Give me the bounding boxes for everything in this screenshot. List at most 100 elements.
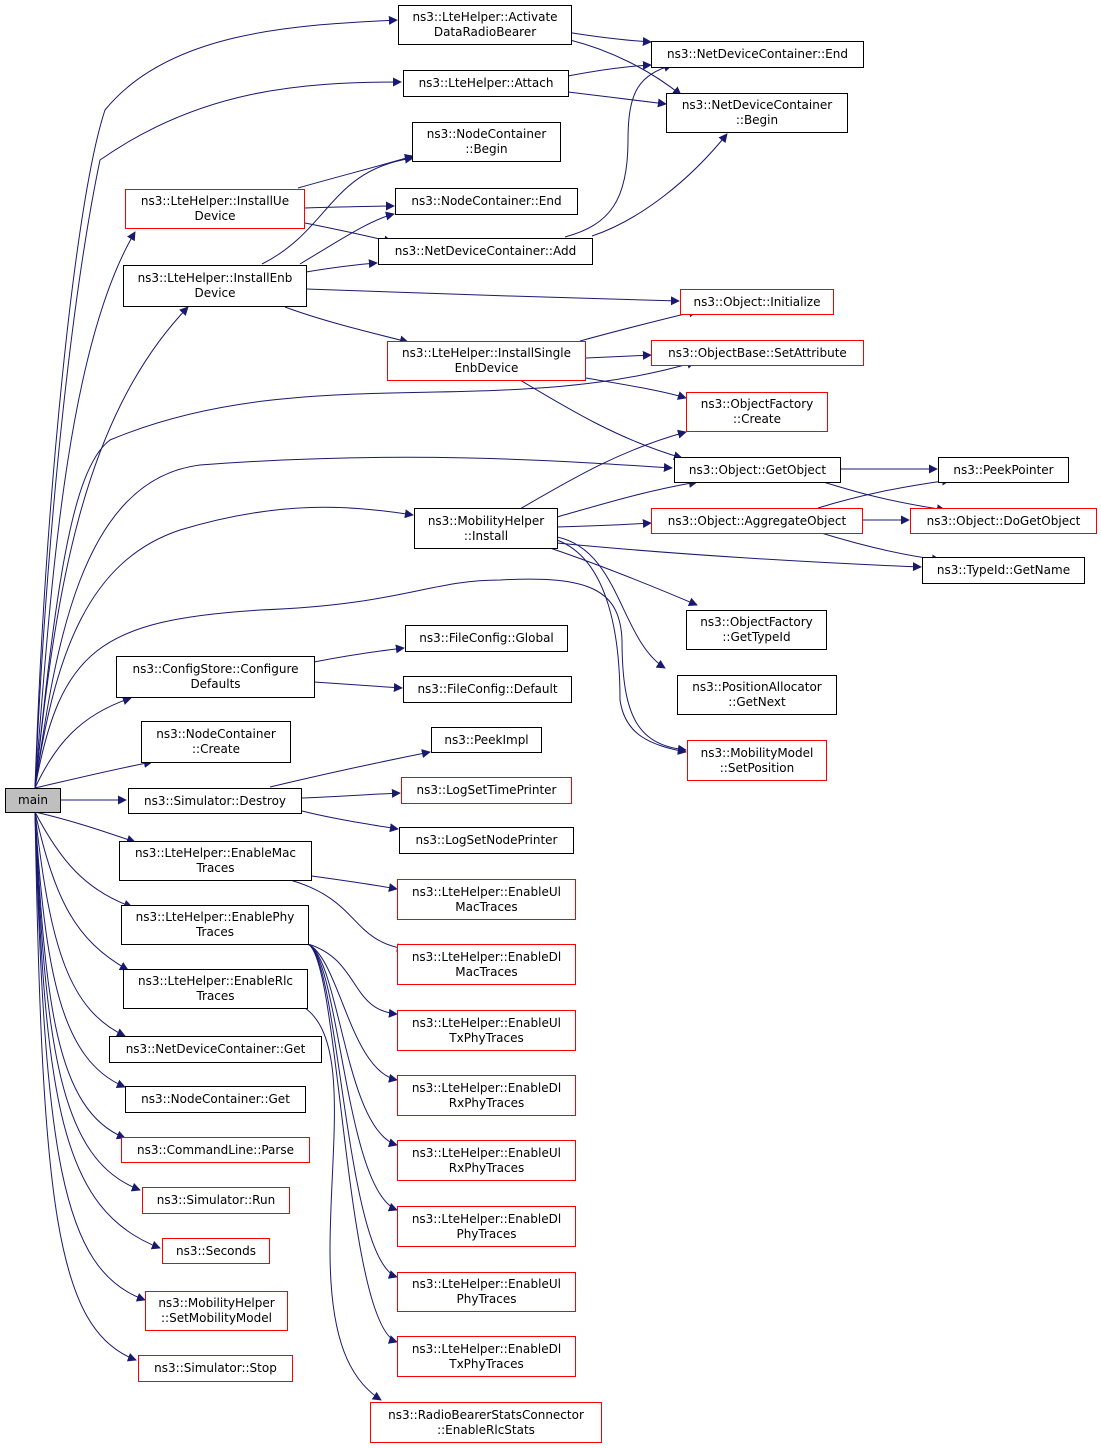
edge-main-activate [34, 15, 398, 789]
edge-mobinstall-panext [556, 536, 666, 669]
edge-main-setattr [34, 359, 696, 789]
edge-main-mobinstall [34, 506, 414, 789]
edge-csconfig-fcglobal [313, 644, 405, 663]
node-typeid-getname[interactable]: ns3::TypeId::GetName [922, 557, 1085, 584]
edge-main-nccreate [34, 759, 153, 789]
edge-installue-ncend [304, 201, 395, 211]
edge-main-enmac [34, 811, 136, 844]
edge-activate-ndcbegin [569, 39, 682, 96]
node-enable-ul-mac-traces[interactable]: ns3::LteHelper::EnableUl MacTraces [397, 879, 576, 920]
node-enable-dl-phy-traces[interactable]: ns3::LteHelper::EnableDl PhyTraces [397, 1206, 576, 1247]
node-mobilitymodel-setposition[interactable]: ns3::MobilityModel ::SetPosition [687, 740, 827, 781]
node-netdevicecontainer-end[interactable]: ns3::NetDeviceContainer::End [651, 41, 864, 68]
node-simulator-destroy[interactable]: ns3::Simulator::Destroy [128, 788, 302, 814]
edge-enphy-enultxphy [307, 943, 398, 1018]
edge-mobinstall-oftypeid [549, 547, 698, 606]
edge-enmac-enulmac [311, 875, 398, 892]
node-nodecontainer-begin[interactable]: ns3::NodeContainer ::Begin [412, 122, 561, 162]
edge-main-mhsetmob [34, 811, 146, 1302]
edge-enmac-endlmac [289, 879, 406, 953]
edge-installsingle-setattr [585, 350, 652, 360]
node-enable-mac-traces[interactable]: ns3::LteHelper::EnableMac Traces [119, 841, 312, 881]
edge-mobinstall-ofcreate [519, 429, 687, 510]
edge-main-csconfig [34, 696, 132, 789]
node-commandline-parse[interactable]: ns3::CommandLine::Parse [121, 1137, 310, 1163]
edge-simdestroy-peekimpl [269, 749, 431, 788]
edge-attach-ndcend [567, 60, 652, 77]
edge-installenb-ncend [299, 211, 395, 265]
node-fileconfig-default[interactable]: ns3::FileConfig::Default [403, 676, 572, 703]
node-nodecontainer-create[interactable]: ns3::NodeContainer ::Create [141, 721, 291, 763]
edge-main-enrlc [34, 811, 129, 971]
edge-main-installenb [34, 306, 189, 789]
edge-ndcadd-ndcbegin [591, 133, 728, 237]
node-objectfactory-create[interactable]: ns3::ObjectFactory ::Create [686, 392, 828, 432]
node-peekimpl[interactable]: ns3::PeekImpl [431, 727, 542, 753]
edge-installenb-installsingle [284, 306, 409, 345]
edge-simdestroy-lognode [301, 810, 399, 833]
edge-mobinstall-aggregate [556, 519, 652, 529]
edge-installue-ncbegin [297, 154, 414, 189]
node-positionallocator-getnext[interactable]: ns3::PositionAllocator ::GetNext [677, 675, 837, 715]
node-install-single-enb-device[interactable]: ns3::LteHelper::InstallSingle EnbDevice [387, 341, 586, 381]
edge-installenb-ncbegin [261, 154, 414, 265]
node-seconds[interactable]: ns3::Seconds [162, 1238, 270, 1264]
node-mobilityhelper-setmobilitymodel[interactable]: ns3::MobilityHelper ::SetMobilityModel [145, 1291, 288, 1331]
edge-enrlc-rbsc [304, 1007, 382, 1401]
node-configstore-configuredefaults[interactable]: ns3::ConfigStore::Configure Defaults [116, 656, 315, 698]
node-enable-ul-phy-traces[interactable]: ns3::LteHelper::EnableUl PhyTraces [397, 1272, 576, 1312]
edge-enphy-endlphy [307, 943, 398, 1212]
edge-ndcadd-ndcend [564, 63, 673, 238]
node-enable-rlc-traces[interactable]: ns3::LteHelper::EnableRlc Traces [123, 969, 308, 1009]
node-object-dogetobject[interactable]: ns3::Object::DoGetObject [910, 508, 1097, 534]
edge-getobject-dogetobject [819, 480, 946, 514]
node-netdevicecontainer-add[interactable]: ns3::NetDeviceContainer::Add [378, 238, 593, 265]
node-install-enb-device[interactable]: ns3::LteHelper::InstallEnb Device [123, 265, 307, 307]
edge-main-mmsetpos [34, 578, 687, 789]
node-nodecontainer-end[interactable]: ns3::NodeContainer::End [395, 188, 578, 215]
node-nodecontainer-get[interactable]: ns3::NodeContainer::Get [125, 1086, 306, 1113]
node-enable-ul-tx-phy-traces[interactable]: ns3::LteHelper::EnableUl TxPhyTraces [397, 1010, 576, 1051]
node-netdevicecontainer-get[interactable]: ns3::NetDeviceContainer::Get [109, 1036, 322, 1063]
node-simulator-run[interactable]: ns3::Simulator::Run [142, 1187, 290, 1214]
node-radiobearerstatsconnector-enablerlcstats[interactable]: ns3::RadioBearerStatsConnector ::EnableR… [370, 1402, 602, 1443]
node-objectfactory-gettypeid[interactable]: ns3::ObjectFactory ::GetTypeId [686, 610, 827, 650]
edge-enphy-enulrxphy [307, 943, 398, 1148]
node-mobilityhelper-install[interactable]: ns3::MobilityHelper ::Install [414, 508, 558, 549]
edge-main-simstop [34, 811, 137, 1362]
node-logsettimeprinter[interactable]: ns3::LogSetTimePrinter [401, 777, 572, 804]
edge-aggregate-peekpointer [817, 476, 951, 509]
node-enable-phy-traces[interactable]: ns3::LteHelper::EnablePhy Traces [121, 905, 309, 945]
edge-enphy-endltxphy [307, 943, 398, 1344]
edge-installenb-ndcadd [305, 259, 378, 273]
edge-main-attach [34, 77, 402, 789]
node-netdevicecontainer-begin[interactable]: ns3::NetDeviceContainer ::Begin [666, 93, 848, 133]
node-enable-dl-tx-phy-traces[interactable]: ns3::LteHelper::EnableDl TxPhyTraces [397, 1336, 576, 1377]
node-enable-dl-mac-traces[interactable]: ns3::LteHelper::EnableDl MacTraces [397, 944, 576, 985]
edge-installenb-objinit [305, 288, 680, 306]
node-enable-dl-rx-phy-traces[interactable]: ns3::LteHelper::EnableDl RxPhyTraces [397, 1075, 576, 1116]
node-peekpointer[interactable]: ns3::PeekPointer [938, 457, 1069, 483]
edge-mobinstall-typeid [556, 542, 922, 572]
node-simulator-stop[interactable]: ns3::Simulator::Stop [138, 1355, 293, 1382]
edge-main-simrun [34, 811, 141, 1192]
node-objectbase-setattribute[interactable]: ns3::ObjectBase::SetAttribute [651, 340, 864, 366]
node-object-initialize[interactable]: ns3::Object::Initialize [680, 289, 834, 315]
edge-enphy-endlrxphy [307, 943, 398, 1083]
edge-csconfig-fcdefault [313, 681, 403, 692]
edge-activate-ndcend [559, 30, 652, 46]
node-activate-data-radio-bearer[interactable]: ns3::LteHelper::Activate DataRadioBearer [398, 5, 572, 45]
edge-main-seconds [34, 811, 161, 1250]
edge-enphy-enulphy [307, 943, 398, 1279]
node-fileconfig-global[interactable]: ns3::FileConfig::Global [405, 625, 568, 652]
node-install-ue-device[interactable]: ns3::LteHelper::InstallUe Device [125, 189, 305, 229]
edge-main-ndcget [34, 811, 126, 1037]
node-object-aggregateobject[interactable]: ns3::Object::AggregateObject [651, 508, 863, 534]
node-enable-ul-rx-phy-traces[interactable]: ns3::LteHelper::EnableUl RxPhyTraces [397, 1140, 576, 1181]
node-logsetnodeprinter[interactable]: ns3::LogSetNodePrinter [399, 827, 574, 854]
node-attach[interactable]: ns3::LteHelper::Attach [403, 70, 569, 97]
edge-installsingle-getobject [519, 379, 683, 461]
node-object-getobject[interactable]: ns3::Object::GetObject [674, 457, 841, 483]
node-main: main [5, 788, 61, 813]
